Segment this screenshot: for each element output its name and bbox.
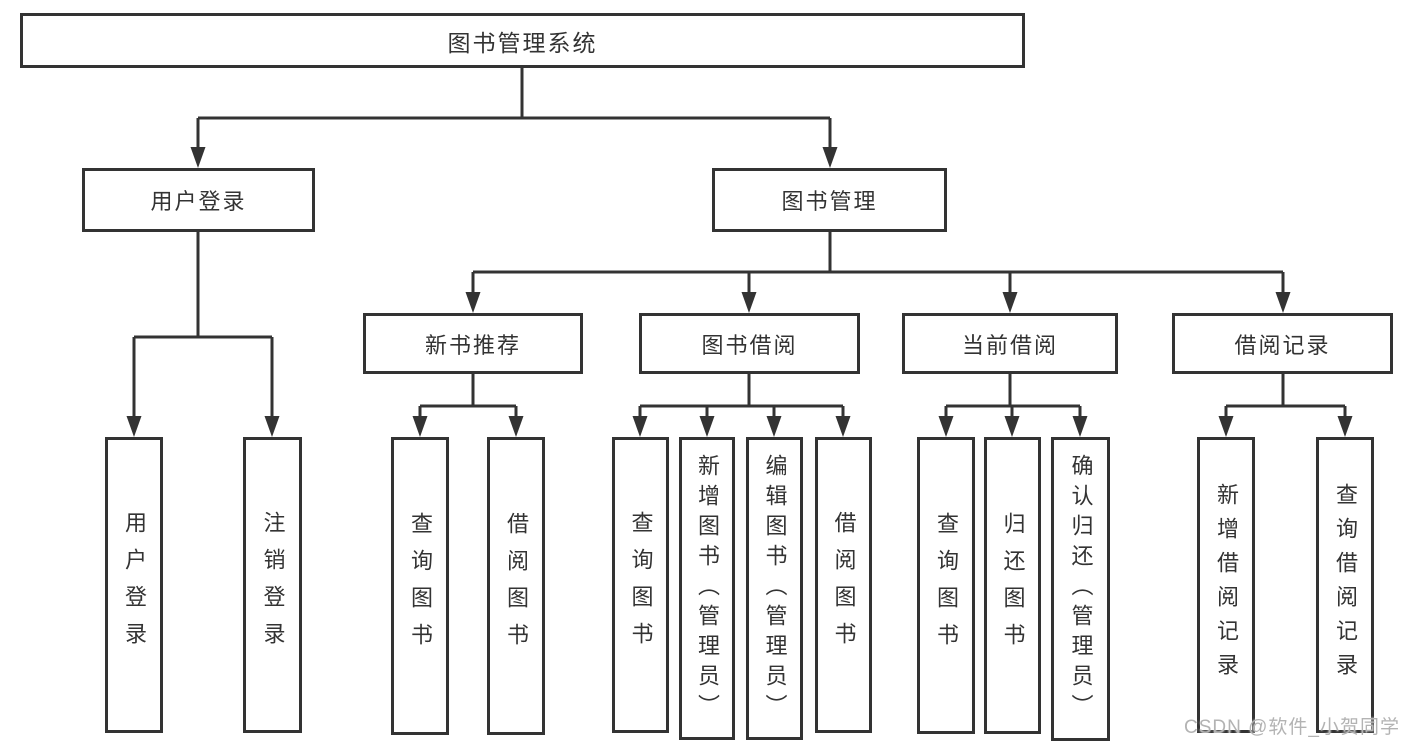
node-library-management-system: 图书管理系统 <box>20 13 1025 68</box>
leaf-return-book: 归还图书 <box>984 437 1041 734</box>
leaf-label: 借阅图书 <box>504 512 529 660</box>
leaf-logout: 注销登录 <box>243 437 302 733</box>
node-new-book-recommend: 新书推荐 <box>363 313 583 374</box>
csdn-watermark: CSDN @软件_小贺同学 <box>1184 717 1400 738</box>
leaf-label: 查询借阅记录 <box>1333 483 1358 687</box>
leaf-label: 查询图书 <box>628 511 654 659</box>
leaf-label: 新增借阅记录 <box>1214 483 1239 687</box>
leaf-label: 归还图书 <box>1000 511 1026 660</box>
leaf-label: 查询图书 <box>408 512 433 660</box>
leaf-add-borrow-record: 新增借阅记录 <box>1197 437 1255 733</box>
leaf-label: 确认归还（管理员） <box>1068 454 1094 724</box>
leaf-label: 查询图书 <box>934 511 959 660</box>
node-user-login: 用户登录 <box>82 168 315 232</box>
leaf-confirm-return-admin: 确认归还（管理员） <box>1051 437 1110 741</box>
leaf-user-login: 用户登录 <box>105 437 163 733</box>
leaf-add-book-admin: 新增图书（管理员） <box>679 437 735 740</box>
leaf-borrow-book-recommend: 借阅图书 <box>487 437 545 735</box>
leaf-query-book-current: 查询图书 <box>917 437 975 734</box>
leaf-query-book-borrow: 查询图书 <box>612 437 669 733</box>
node-current-borrow: 当前借阅 <box>902 313 1118 374</box>
node-borrow-record: 借阅记录 <box>1172 313 1393 374</box>
leaf-query-borrow-record: 查询借阅记录 <box>1316 437 1374 733</box>
leaf-logout-label: 注销登录 <box>260 511 286 659</box>
node-book-borrow: 图书借阅 <box>639 313 860 374</box>
leaf-borrow-book: 借阅图书 <box>815 437 872 733</box>
node-book-management: 图书管理 <box>712 168 947 232</box>
leaf-user-login-label: 用户登录 <box>122 511 147 659</box>
leaf-label: 新增图书（管理员） <box>695 453 720 724</box>
leaf-edit-book-admin: 编辑图书（管理员） <box>746 437 803 740</box>
leaf-label: 借阅图书 <box>831 511 857 659</box>
leaf-query-book-recommend: 查询图书 <box>391 437 449 735</box>
leaf-label: 编辑图书（管理员） <box>762 453 788 724</box>
